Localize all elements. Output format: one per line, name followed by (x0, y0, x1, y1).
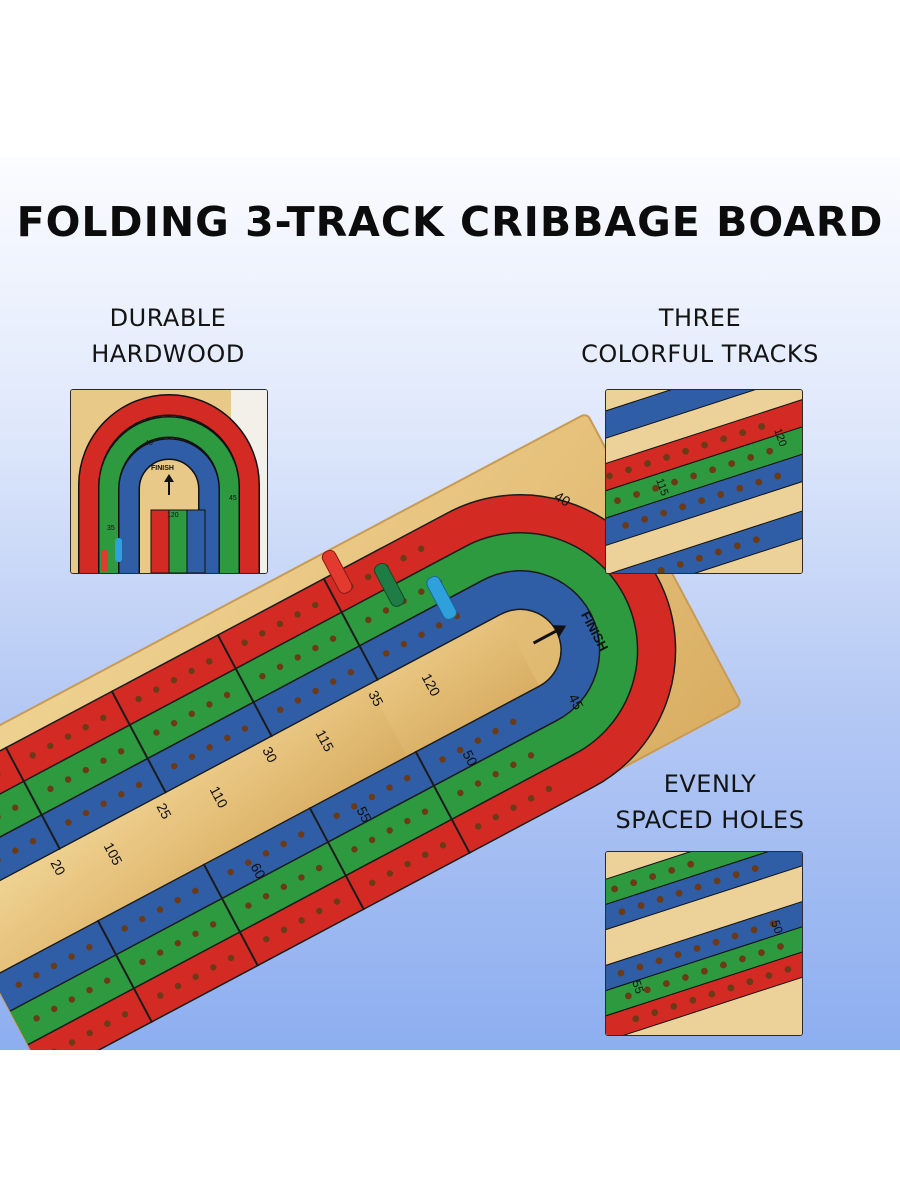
track-number: 60 (248, 860, 270, 881)
thumb-finish-label: FINISH (151, 465, 174, 472)
thumb-number: 50 (768, 918, 786, 936)
thumb-number: 115 (653, 477, 670, 498)
page-title: FOLDING 3-TRACK CRIBBAGE BOARD (16, 198, 884, 246)
track-number: 30 (259, 744, 281, 765)
cribbage-board-illustration: FINISH 20 25 30 35 40 45 50 55 60 105 11… (0, 157, 900, 1050)
holes-closeup-image: 50 55 (605, 851, 803, 1036)
hardwood-closeup-image: FINISH 40 45 35 120 (70, 389, 268, 574)
thumb-number: 120 (167, 512, 179, 519)
thumb-number: 40 (145, 440, 153, 447)
peg-red (321, 549, 353, 594)
track-number: 20 (47, 857, 69, 878)
tracks-closeup-image: 120 115 (605, 389, 803, 574)
thumb-number: 45 (229, 495, 237, 502)
track-number: 55 (353, 804, 375, 825)
thumb-number: 120 (771, 427, 789, 448)
feature-caption-hardwood: DURABLE HARDWOOD (91, 304, 245, 368)
feature-caption-holes: EVENLY SPACED HOLES (615, 770, 805, 834)
thumb-number: 55 (629, 978, 647, 996)
track-number: 45 (565, 691, 587, 712)
feature-caption-tracks: THREE COLORFUL TRACKS (581, 304, 819, 368)
thumb-number: 35 (107, 525, 115, 532)
peg-blue (426, 575, 457, 620)
finish-arrow-icon (532, 625, 567, 645)
track-number: 35 (365, 688, 387, 709)
track-number: 25 (153, 800, 175, 821)
track-number: 50 (459, 747, 481, 768)
track-number: 40 (552, 488, 574, 510)
peg-green (374, 562, 405, 607)
pegs (321, 549, 457, 620)
